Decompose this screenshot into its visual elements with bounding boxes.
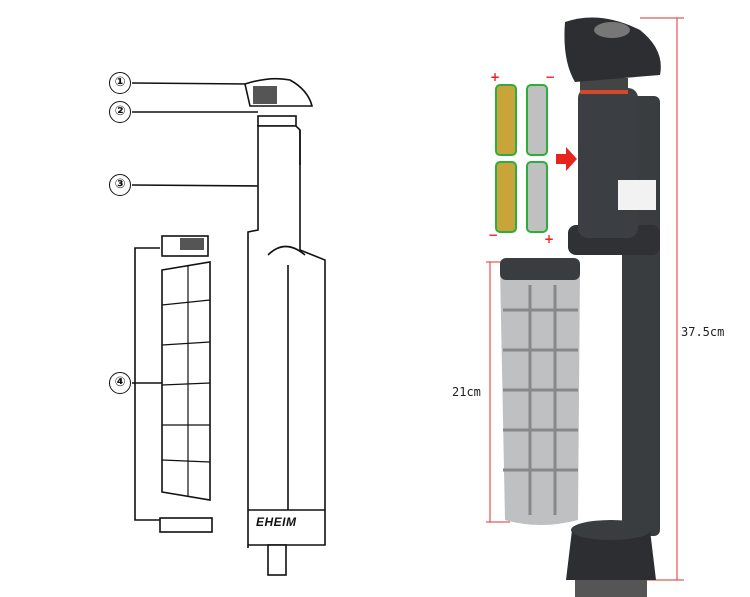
brand-logo: EHEIM [256, 515, 297, 529]
filter-dimension-label: 21cm [452, 385, 481, 399]
battery-sign: + [490, 70, 501, 84]
battery-sign: + [544, 232, 555, 246]
callout-4: ④ [109, 372, 131, 394]
callout-1: ① [109, 72, 131, 94]
leader-line-3 [131, 184, 259, 187]
callout-3: ③ [109, 174, 131, 196]
red-arrow-icon [556, 147, 577, 171]
tube-body [247, 125, 326, 546]
battery-sign: − [488, 228, 499, 242]
device-photo [495, 17, 661, 597]
dimension-lines [486, 17, 684, 581]
callout-2: ② [109, 101, 131, 123]
filter-cartridge [161, 261, 211, 501]
leader-line-1 [131, 82, 251, 85]
height-dimension-label: 37.5cm [681, 325, 725, 339]
batteries [495, 84, 548, 233]
bracket-4 [134, 247, 160, 521]
battery-sign: − [545, 70, 556, 84]
